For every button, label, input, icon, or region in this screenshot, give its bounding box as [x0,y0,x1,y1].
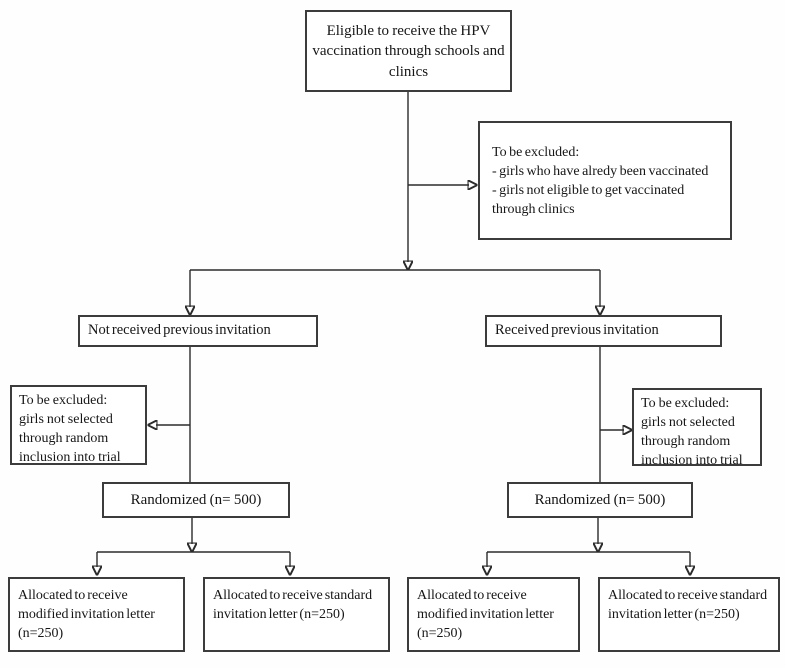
top-exclusion-box: To be excluded: - girls who have alredy … [478,121,732,240]
left-exclusion-box: To be excluded: girls not selected throu… [10,385,147,465]
not-received-invitation-box: Not received previous invitation [78,315,318,347]
left-randomized-box: Randomized (n= 500) [102,482,290,518]
left-alloc-modified-box: Allocated to receive modified invitation… [8,577,185,652]
eligible-box: Eligible to receive the HPV vaccination … [305,10,512,92]
right-alloc-modified-box: Allocated to receive modified invitation… [407,577,580,652]
left-alloc-standard-box: Allocated to receive standard invitation… [203,577,390,652]
right-exclusion-box: To be excluded: girls not selected throu… [632,388,762,466]
received-invitation-box: Received previous invitation [485,315,722,347]
right-randomized-box: Randomized (n= 500) [507,482,693,518]
right-alloc-standard-box: Allocated to receive standard invitation… [598,577,780,652]
